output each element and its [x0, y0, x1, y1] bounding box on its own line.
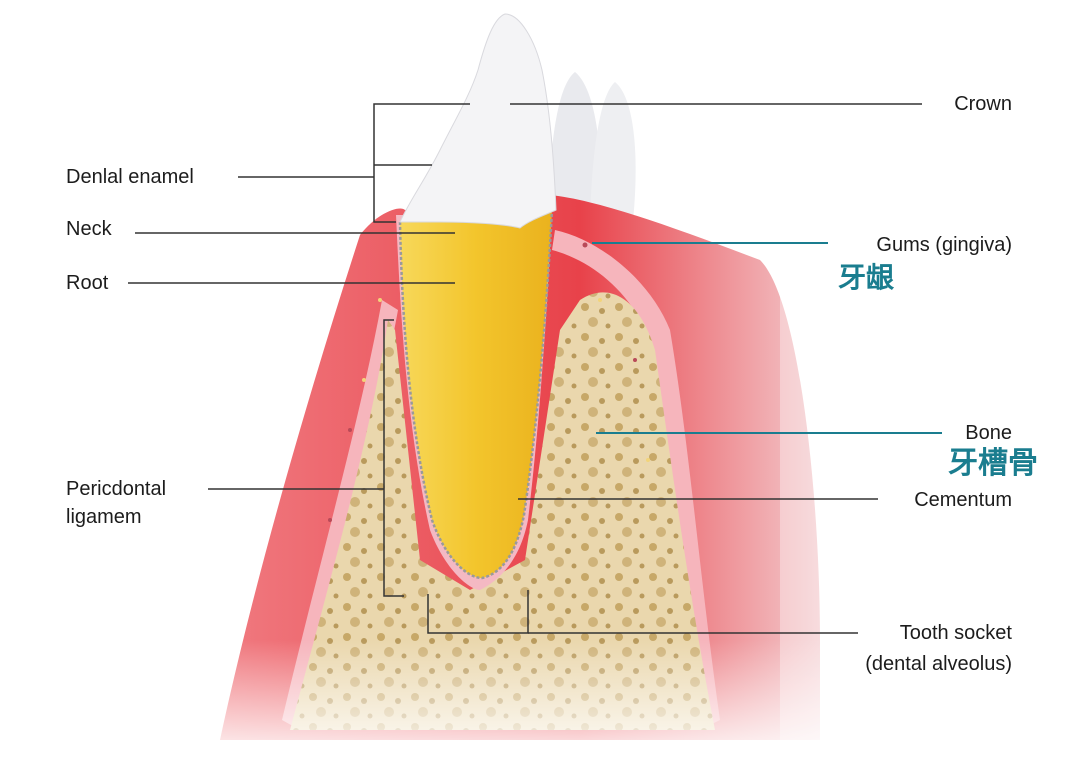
label-periodontal-line1: Pericdontal [66, 478, 167, 500]
back-tooth-1 [548, 72, 601, 225]
label-cementum: Cementum [914, 489, 1012, 511]
label-root: Root [66, 272, 109, 294]
tooth-crown [399, 13, 557, 229]
label-tooth-socket-line1: Tooth socket [899, 622, 1012, 644]
label-gums: Gums (gingiva) [876, 234, 1012, 256]
leader-lines-teal [592, 242, 942, 434]
label-tooth-socket-line2: (dental alveolus) [865, 653, 1012, 675]
cementum-outline [398, 209, 554, 580]
leader-lines [128, 103, 922, 634]
alveolar-bone [290, 292, 715, 730]
label-periodontal-line2: ligamem [66, 506, 142, 528]
label-bone: Bone [965, 422, 1012, 444]
back-tooth-2 [590, 82, 636, 230]
label-bone-zh: 牙槽骨 [948, 446, 1038, 481]
tooth-root [400, 210, 552, 578]
label-crown: Crown [954, 93, 1012, 115]
gum-inner-band [282, 300, 398, 730]
label-dental-enamel: Denlal enamel [66, 166, 194, 188]
label-neck: Neck [66, 218, 112, 240]
label-gums-zh: 牙龈 [838, 261, 895, 294]
